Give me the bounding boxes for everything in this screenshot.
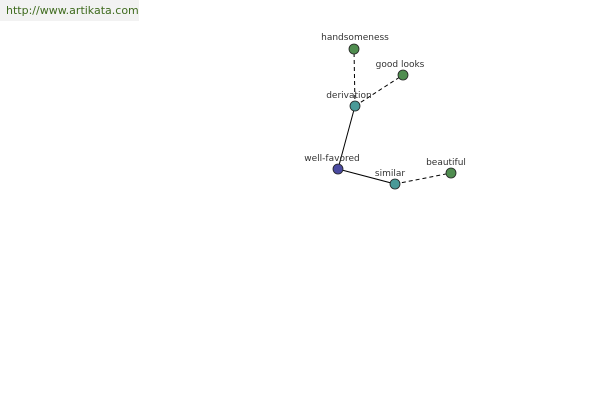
edge-similar-beautiful (394, 172, 452, 185)
node-label-good-looks[interactable]: good looks (376, 60, 425, 70)
edge-well-favored-derivation (337, 105, 356, 170)
node-good-looks[interactable] (397, 69, 409, 81)
nodes-layer (332, 43, 457, 190)
node-label-beautiful[interactable]: beautiful (426, 158, 466, 168)
edges-layer (337, 48, 452, 185)
node-label-derivation[interactable]: derivation (326, 91, 372, 101)
node-label-similar[interactable]: similar (375, 169, 405, 179)
node-well-favored[interactable] (332, 163, 344, 175)
node-beautiful[interactable] (445, 167, 457, 179)
source-url[interactable]: http://www.artikata.com (0, 0, 139, 21)
node-derivation[interactable] (349, 100, 361, 112)
labels-layer: well-favored derivation similar handsomenes… (304, 33, 466, 179)
edge-well-favored-similar (337, 168, 396, 185)
node-similar[interactable] (389, 178, 401, 190)
node-label-handsomeness[interactable]: handsomeness (321, 33, 389, 43)
edge-derivation-handsomeness (353, 48, 356, 107)
node-label-well-favored[interactable]: well-favored (304, 154, 359, 164)
edge-derivation-good-looks (354, 74, 404, 107)
node-handsomeness[interactable] (348, 43, 360, 55)
